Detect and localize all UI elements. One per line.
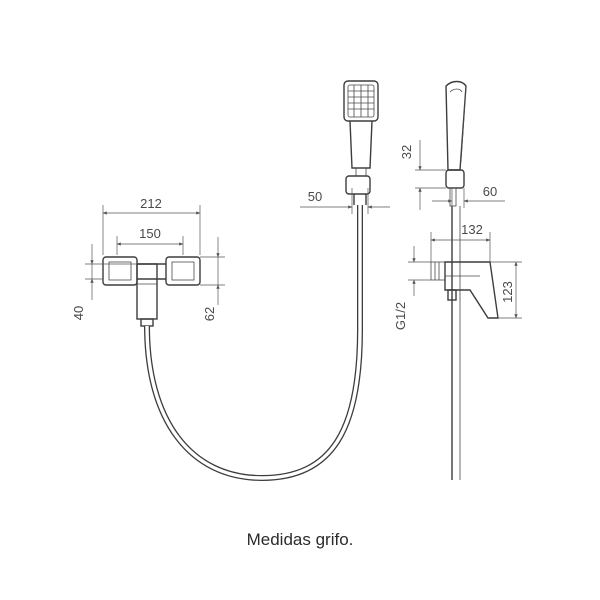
dim-holder-offset: 60 — [483, 184, 497, 199]
dim-handshower-width: 50 — [308, 189, 322, 204]
dim-body-depth: 62 — [202, 307, 217, 321]
dim-holder-height: 32 — [399, 145, 414, 159]
dim-connection-spacing: 150 — [139, 226, 161, 241]
dimension-60: 60 — [432, 184, 505, 208]
hand-shower-front — [343, 80, 379, 205]
dimension-32: 32 — [399, 140, 446, 210]
dimension-40: 40 — [71, 244, 137, 320]
dimension-62: 62 — [200, 237, 225, 321]
dimension-212: 212 — [102, 196, 201, 255]
caption: Medidas grifo. — [246, 530, 354, 549]
dimension-g12: G1/2 — [393, 246, 431, 330]
dim-total-width: 212 — [140, 196, 162, 211]
dim-body-height-left: 40 — [71, 306, 86, 320]
dim-mixer-height: 123 — [500, 281, 515, 303]
dim-projection: 132 — [461, 222, 483, 237]
dimension-150: 150 — [116, 226, 184, 255]
side-view — [430, 80, 499, 480]
dim-thread: G1/2 — [393, 302, 408, 330]
front-view-mixer — [102, 256, 201, 327]
dimension-132: 132 — [430, 222, 491, 262]
dimension-50: 50 — [300, 188, 390, 214]
dimension-123: 123 — [490, 261, 522, 319]
